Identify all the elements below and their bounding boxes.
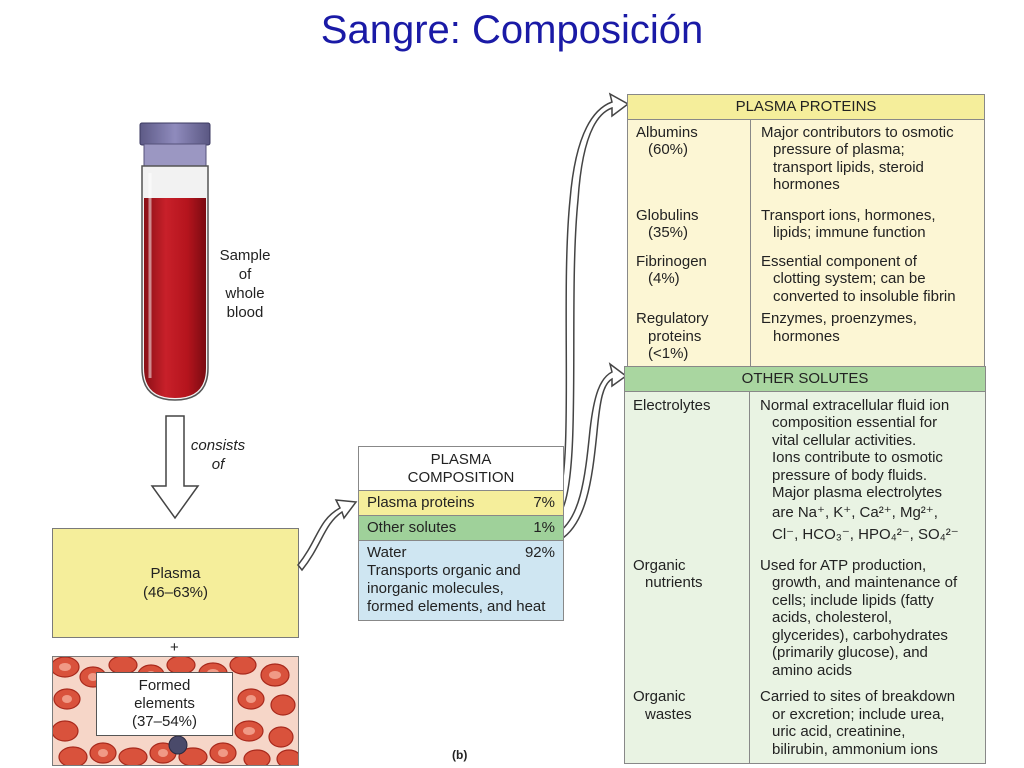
solute-desc-line: or excretion; include urea, <box>772 705 945 723</box>
row-value: 1% <box>533 519 555 536</box>
protein-name: Regulatory <box>636 310 709 327</box>
protein-percent: (35%) <box>648 224 689 241</box>
solute-desc-line: bilirubin, ammonium ions <box>772 740 938 758</box>
protein-percent: (4%) <box>648 270 680 287</box>
solute-desc-line: cells; include lipids (fatty <box>772 591 934 609</box>
page-title: Sangre: Composición <box>320 8 704 52</box>
solute-row-electrolytes: Electrolytes Normal extracellular fluid … <box>625 397 985 546</box>
plasma-proteins-row: Plasma proteins 7% <box>359 491 563 516</box>
ions-line: are Na⁺, K⁺, Ca²⁺, Mg²⁺, <box>772 503 938 521</box>
tube-label-line: Sample <box>219 247 271 264</box>
plus-sign: + <box>170 639 179 656</box>
water-desc-line: formed elements, and heat <box>367 598 546 615</box>
protein-row-fibrinogen: Fibrinogen (4%) Essential component of c… <box>628 253 984 306</box>
arrow-plasma-to-composition <box>297 499 358 572</box>
tube-label-line: blood <box>226 304 264 321</box>
protein-desc-line: Transport ions, hormones, <box>761 206 936 224</box>
protein-name: Fibrinogen <box>636 252 707 270</box>
solute-desc-line: pressure of body fluids. <box>772 466 928 484</box>
protein-name: Albumins <box>636 123 698 141</box>
arrow-label-line: of <box>211 456 225 473</box>
solute-row-wastes: Organic wastes Carried to sites of break… <box>625 688 985 758</box>
other-solutes-row: Other solutes 1% <box>359 516 563 541</box>
plasma-box: Plasma (46–63%) <box>52 528 299 638</box>
protein-name: proteins <box>648 327 702 345</box>
plasma-proteins-table: PLASMA PROTEINS Albumins (60%) Major con… <box>627 94 985 370</box>
row-value: 7% <box>533 494 555 511</box>
protein-desc-line: converted to insoluble fibrin <box>773 287 956 305</box>
plasma-composition-table: PLASMA COMPOSITION Plasma proteins 7% Ot… <box>358 446 564 621</box>
row-label: Other solutes <box>367 519 457 536</box>
water-desc-line: inorganic molecules, <box>367 580 504 597</box>
solute-desc-line: (primarily glucose), and <box>772 644 928 661</box>
tube-label-line: whole <box>225 285 265 302</box>
consists-of-label: consists of <box>180 436 256 474</box>
protein-name: Globulins <box>636 206 699 224</box>
protein-desc-line: transport lipids, steroid <box>773 158 924 176</box>
solute-desc-line: acids, cholesterol, <box>772 609 893 626</box>
protein-row-globulins: Globulins (35%) Transport ions, hormones… <box>628 207 984 242</box>
water-desc-line: Transports organic and <box>367 562 521 579</box>
solute-row-nutrients: Organic nutrients Used for ATP productio… <box>625 557 985 680</box>
arrow-label-line: consists <box>190 437 246 454</box>
plasma-proteins-header: PLASMA PROTEINS <box>628 95 984 120</box>
plasma-composition-header: PLASMA COMPOSITION <box>359 447 563 491</box>
row-label: Water <box>367 544 407 561</box>
ions-line: Cl⁻, HCO₃⁻, HPO₄²⁻, SO₄²⁻ <box>772 525 959 543</box>
other-solutes-header: OTHER SOLUTES <box>625 367 985 392</box>
solute-name: Organic <box>633 556 686 574</box>
plasma-range: (46–63%) <box>142 584 209 601</box>
protein-percent: (60%) <box>648 141 689 158</box>
tube-label-line: of <box>238 266 252 283</box>
formed-elements-label: Formed elements (37–54%) <box>96 672 233 736</box>
plasma-name: Plasma <box>150 565 201 582</box>
figure-label: (b) <box>452 748 468 762</box>
arrow-proteins-to-table <box>554 92 630 511</box>
solute-desc-line: Used for ATP production, <box>760 556 927 574</box>
row-label: Plasma proteins <box>367 494 475 511</box>
down-arrow-icon <box>150 415 200 520</box>
solute-desc-line: composition essential for <box>772 414 938 431</box>
solute-desc-line: amino acids <box>772 661 853 679</box>
solute-desc-line: uric acid, creatinine, <box>772 723 906 740</box>
blood-tube-illustration <box>139 122 211 401</box>
protein-row-albumins: Albumins (60%) Major contributors to osm… <box>628 124 984 194</box>
solute-name: wastes <box>645 705 692 723</box>
formed-label-line: elements <box>134 695 195 712</box>
solute-desc-line: Normal extracellular fluid ion <box>760 396 950 414</box>
solute-name: Organic <box>633 688 686 705</box>
water-row: Water 92% Transports organic and inorgan… <box>359 541 563 620</box>
protein-desc-line: clotting system; can be <box>773 270 926 287</box>
protein-desc-line: hormones <box>773 176 840 193</box>
protein-desc-line: Enzymes, proenzymes, <box>761 310 917 327</box>
solute-name: nutrients <box>645 574 703 591</box>
protein-percent: (<1%) <box>648 345 689 362</box>
arrow-solutes-to-table <box>554 362 628 542</box>
solute-desc-line: growth, and maintenance of <box>772 574 958 591</box>
solute-desc-line: vital cellular activities. <box>772 431 917 449</box>
protein-desc-line: pressure of plasma; <box>773 141 905 158</box>
protein-desc-line: hormones <box>773 327 840 345</box>
solute-desc-line: Ions contribute to osmotic <box>772 449 943 466</box>
formed-label-line: (37–54%) <box>131 713 198 730</box>
solute-name: Electrolytes <box>633 396 711 414</box>
protein-desc-line: lipids; immune function <box>773 224 926 241</box>
protein-row-regulatory: Regulatory proteins (<1%) Enzymes, proen… <box>628 310 984 363</box>
solute-desc-line: Carried to sites of breakdown <box>760 688 956 705</box>
header-line: COMPOSITION <box>407 469 515 486</box>
other-solutes-table: OTHER SOLUTES Electrolytes Normal extrac… <box>624 366 986 764</box>
tube-label: Sample of whole blood <box>208 246 282 322</box>
formed-label-line: Formed <box>138 677 191 694</box>
header-line: PLASMA <box>430 451 492 468</box>
row-value: 92% <box>524 544 555 561</box>
solute-desc-line: glycerides), carbohydrates <box>772 626 948 644</box>
protein-desc-line: Essential component of <box>761 252 917 270</box>
protein-desc-line: Major contributors to osmotic <box>761 123 954 141</box>
solute-desc-line: Major plasma electrolytes <box>772 484 943 501</box>
